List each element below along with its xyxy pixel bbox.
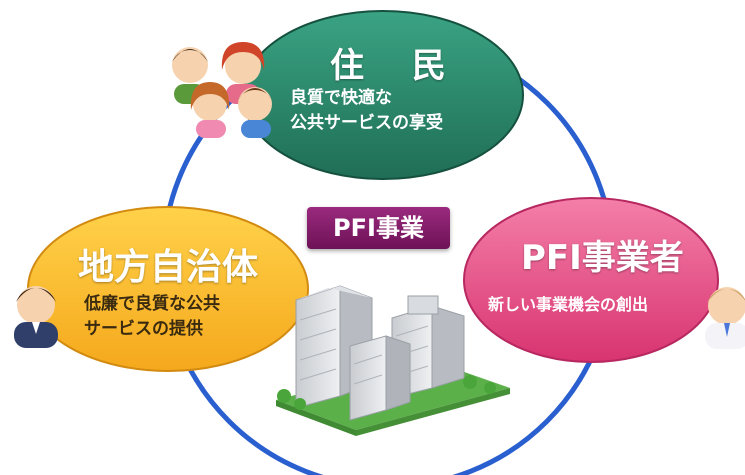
- government-desc-line1: 低廉で良質な公共: [84, 294, 220, 314]
- official-person-icon: [14, 286, 58, 348]
- operator-description: 新しい事業機会の創出: [488, 295, 649, 314]
- government-desc-line2: サービスの提供: [84, 319, 203, 339]
- government-description: 低廉で良質な公共 サービスの提供: [84, 292, 220, 342]
- government-title: 地方自治体: [78, 247, 259, 288]
- operator-bubble: [463, 197, 719, 363]
- resident-desc-line2: 公共サービスの享受: [290, 113, 443, 133]
- family-icon: [172, 42, 272, 138]
- buildings-icon: [276, 285, 510, 436]
- operator-title: PFI事業者: [521, 238, 684, 278]
- resident-desc-line1: 良質で快適な: [290, 88, 392, 108]
- resident-title: 住 民: [330, 46, 464, 86]
- pfi-project-label: PFI事業: [307, 207, 450, 249]
- resident-description: 良質で快適な 公共サービスの享受: [290, 86, 443, 136]
- businessman-icon: [705, 287, 745, 349]
